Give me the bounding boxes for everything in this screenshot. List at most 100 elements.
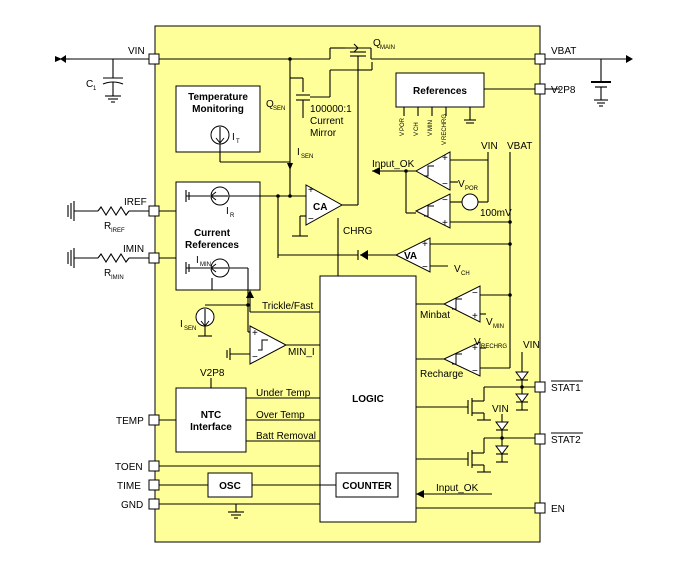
ir-to-ca bbox=[260, 194, 306, 258]
svg-text:VIN: VIN bbox=[481, 141, 498, 152]
amplifier-va: VA + − V CH bbox=[278, 237, 510, 277]
svg-text:−: − bbox=[252, 352, 258, 363]
svg-text:−: − bbox=[442, 195, 448, 206]
svg-text:V2P8: V2P8 bbox=[200, 368, 225, 379]
pin-en: EN bbox=[534, 502, 565, 515]
svg-text:NTC: NTC bbox=[201, 410, 222, 421]
svg-text:MIN: MIN bbox=[493, 324, 504, 330]
svg-text:Batt Removal: Batt Removal bbox=[256, 431, 316, 442]
svg-text:SEN: SEN bbox=[301, 154, 313, 160]
gnd-line bbox=[159, 503, 320, 519]
current-references-block: Current References I R I MIN bbox=[159, 181, 261, 291]
svg-text:V2P8: V2P8 bbox=[551, 85, 576, 96]
svg-text:MIN: MIN bbox=[200, 262, 211, 268]
svg-text:VIN: VIN bbox=[492, 404, 509, 415]
svg-text:LOGIC: LOGIC bbox=[352, 394, 384, 405]
svg-text:+: + bbox=[422, 239, 428, 250]
svg-text:V: V bbox=[474, 337, 481, 348]
pin-v2p8: V2P8 bbox=[534, 83, 576, 96]
svg-text:Over Temp: Over Temp bbox=[256, 410, 305, 421]
r-imin: R IMIN bbox=[67, 248, 149, 281]
svg-text:+: + bbox=[472, 311, 478, 322]
pin-vbat: VBAT bbox=[534, 46, 576, 65]
svg-text:IREF: IREF bbox=[124, 197, 147, 208]
svg-text:TOEN: TOEN bbox=[115, 462, 143, 473]
counter-block: COUNTER bbox=[335, 472, 399, 498]
svg-text:OSC: OSC bbox=[219, 481, 241, 492]
svg-text:VBAT: VBAT bbox=[551, 46, 576, 57]
svg-text:Trickle/Fast: Trickle/Fast bbox=[262, 301, 314, 312]
svg-text:MIN: MIN bbox=[428, 120, 434, 131]
svg-text:Recharge: Recharge bbox=[420, 369, 464, 380]
r-iref: R IREF bbox=[67, 201, 149, 234]
svg-text:100mV: 100mV bbox=[480, 208, 512, 219]
pin-temp: TEMP bbox=[116, 414, 160, 427]
svg-text:IMIN: IMIN bbox=[111, 275, 124, 281]
amplifier-ca: CA + − CHRG bbox=[292, 70, 373, 272]
svg-text:CA: CA bbox=[313, 202, 327, 213]
svg-text:I: I bbox=[232, 132, 235, 143]
svg-text:+: + bbox=[442, 153, 448, 164]
svg-text:Interface: Interface bbox=[190, 422, 232, 433]
svg-text:+: + bbox=[472, 343, 478, 354]
svg-text:RECHRG: RECHRG bbox=[442, 114, 448, 140]
svg-text:Minbat: Minbat bbox=[420, 310, 450, 321]
svg-text:IREF: IREF bbox=[111, 228, 125, 234]
svg-text:1: 1 bbox=[93, 86, 97, 92]
svg-text:GND: GND bbox=[121, 500, 143, 511]
stat1-driver: VIN bbox=[416, 340, 540, 421]
svg-text:References: References bbox=[413, 86, 467, 97]
svg-text:Input_OK: Input_OK bbox=[436, 483, 479, 494]
svg-text:R: R bbox=[230, 213, 235, 219]
svg-text:MAIN: MAIN bbox=[380, 45, 395, 51]
comparator-100mv: − + 100mV bbox=[406, 160, 512, 229]
en-line: Input_OK bbox=[416, 483, 535, 509]
svg-text:TIME: TIME bbox=[117, 481, 141, 492]
svg-text:I: I bbox=[196, 255, 199, 266]
temperature-monitoring-block: Temperature Monitoring I T bbox=[175, 85, 290, 163]
svg-text:−: − bbox=[472, 366, 478, 377]
svg-text:CH: CH bbox=[461, 271, 470, 277]
comparator-min-i: + − MIN_I bbox=[205, 268, 320, 365]
comparator-recharge: + − V RECHRG Recharge bbox=[416, 335, 511, 380]
svg-text:V: V bbox=[400, 132, 406, 136]
pin-stat1: STAT1 bbox=[534, 380, 583, 394]
pin-toen: TOEN bbox=[115, 460, 160, 473]
pin-imin: IMIN bbox=[123, 244, 160, 264]
i-sen-lower-source: I SEN bbox=[180, 307, 215, 337]
svg-text:MIN_I: MIN_I bbox=[288, 347, 315, 358]
svg-text:References: References bbox=[185, 240, 239, 251]
svg-text:Current: Current bbox=[194, 228, 231, 239]
svg-text:Q: Q bbox=[266, 99, 274, 110]
trickle-fast-signal: Trickle/Fast bbox=[246, 290, 320, 313]
svg-text:SEN: SEN bbox=[184, 326, 196, 332]
svg-text:IMIN: IMIN bbox=[123, 244, 144, 255]
stat2-driver: VIN bbox=[416, 404, 535, 473]
svg-text:T: T bbox=[236, 139, 240, 145]
svg-text:POR: POR bbox=[465, 186, 479, 192]
svg-text:I: I bbox=[226, 206, 229, 217]
svg-text:CH: CH bbox=[414, 122, 420, 131]
ntc-interface-block: NTC Interface V2P8 Under Temp Over Temp … bbox=[159, 368, 320, 453]
pin-gnd: GND bbox=[121, 498, 160, 511]
svg-text:Current: Current bbox=[310, 116, 344, 127]
svg-text:CHRG: CHRG bbox=[343, 226, 373, 237]
svg-text:−: − bbox=[442, 179, 448, 190]
references-block: References V POR V CH V MIN V RECHRG bbox=[395, 72, 535, 145]
svg-text:V: V bbox=[428, 132, 434, 136]
svg-text:100000:1: 100000:1 bbox=[310, 104, 352, 115]
svg-text:Monitoring: Monitoring bbox=[192, 104, 244, 115]
svg-text:VIN: VIN bbox=[128, 46, 145, 57]
svg-text:−: − bbox=[308, 214, 314, 225]
svg-text:−: − bbox=[422, 262, 428, 273]
comparator-input-ok: + − Input_OK VIN V POR bbox=[372, 141, 498, 213]
svg-text:STAT1: STAT1 bbox=[551, 383, 581, 394]
svg-text:STAT2: STAT2 bbox=[551, 435, 581, 446]
q-sen-transistor: Q SEN 100000:1 Current Mirror bbox=[266, 69, 358, 145]
svg-text:VBAT: VBAT bbox=[507, 141, 532, 152]
i-sen-arrow: I SEN bbox=[287, 145, 313, 195]
svg-text:RECHRG: RECHRG bbox=[481, 344, 507, 350]
svg-text:TEMP: TEMP bbox=[116, 416, 144, 427]
q-main-transistor: Q MAIN bbox=[345, 38, 535, 71]
svg-text:−: − bbox=[472, 288, 478, 299]
